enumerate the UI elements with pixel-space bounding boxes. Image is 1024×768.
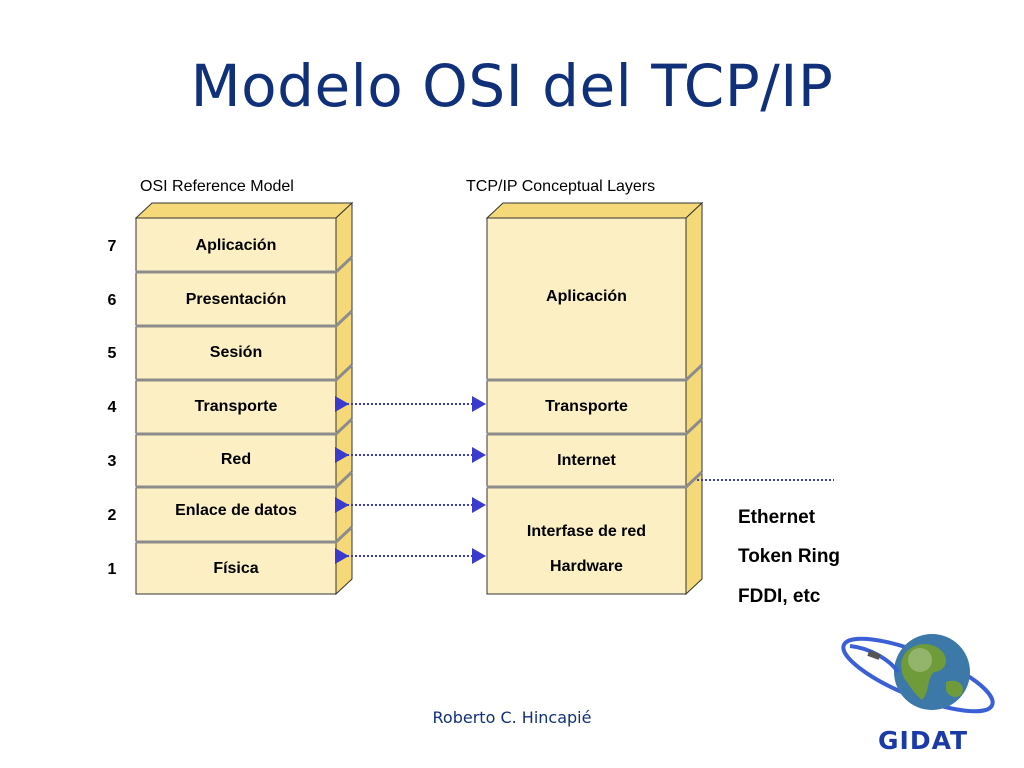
protocol-item: FDDI, etc xyxy=(738,586,821,607)
protocol-item: Ethernet xyxy=(738,507,816,528)
tcpip-heading: TCP/IP Conceptual Layers xyxy=(466,178,656,195)
layer-number: 7 xyxy=(107,238,117,255)
tcpip-network-interface-box xyxy=(486,487,687,595)
tcpip-layer-label: Transporte xyxy=(545,398,628,415)
osi-layer-label: Enlace de datos xyxy=(175,502,297,519)
globe-icon xyxy=(841,634,995,714)
tcpip-layer-label: Aplicación xyxy=(546,288,627,305)
tcpip-layer-label: Interfase de red xyxy=(526,523,647,540)
layer-number: 3 xyxy=(107,453,117,470)
logo-text: GIDAT xyxy=(878,726,969,755)
osi-heading: OSI Reference Model xyxy=(140,178,294,195)
layer-number: 1 xyxy=(107,561,117,578)
osi-layer-label: Red xyxy=(220,451,252,468)
osi-layer-7-box xyxy=(135,217,337,272)
tcpip-internet-box xyxy=(486,434,687,487)
osi-layer-label: Sesión xyxy=(209,344,263,361)
osi-layer-label: Aplicación xyxy=(195,237,277,254)
protocol-item: Token Ring xyxy=(738,546,841,567)
tcpip-stack-top xyxy=(485,202,704,219)
osi-layer-label: Transporte xyxy=(194,398,278,415)
tcpip-stack-side xyxy=(685,201,703,596)
osi-layer-2-box xyxy=(135,487,337,542)
tcpip-layer-label-hardware: Hardware xyxy=(550,558,623,575)
osi-layer-label: Presentación xyxy=(185,291,287,308)
layer-number: 5 xyxy=(107,345,117,362)
layer-number: 4 xyxy=(107,399,117,416)
osi-layer-label: Física xyxy=(213,560,259,577)
layer-number: 2 xyxy=(107,507,117,524)
tcpip-application-box xyxy=(486,217,687,380)
tcpip-transport-box xyxy=(486,380,687,434)
slide-title: Modelo OSI del TCP/IP xyxy=(190,52,834,120)
author-name: Roberto C. Hincapié xyxy=(432,708,592,727)
osi-stack-top xyxy=(134,202,354,219)
layer-number: 6 xyxy=(107,292,117,309)
tcpip-layer-label: Internet xyxy=(557,452,616,469)
